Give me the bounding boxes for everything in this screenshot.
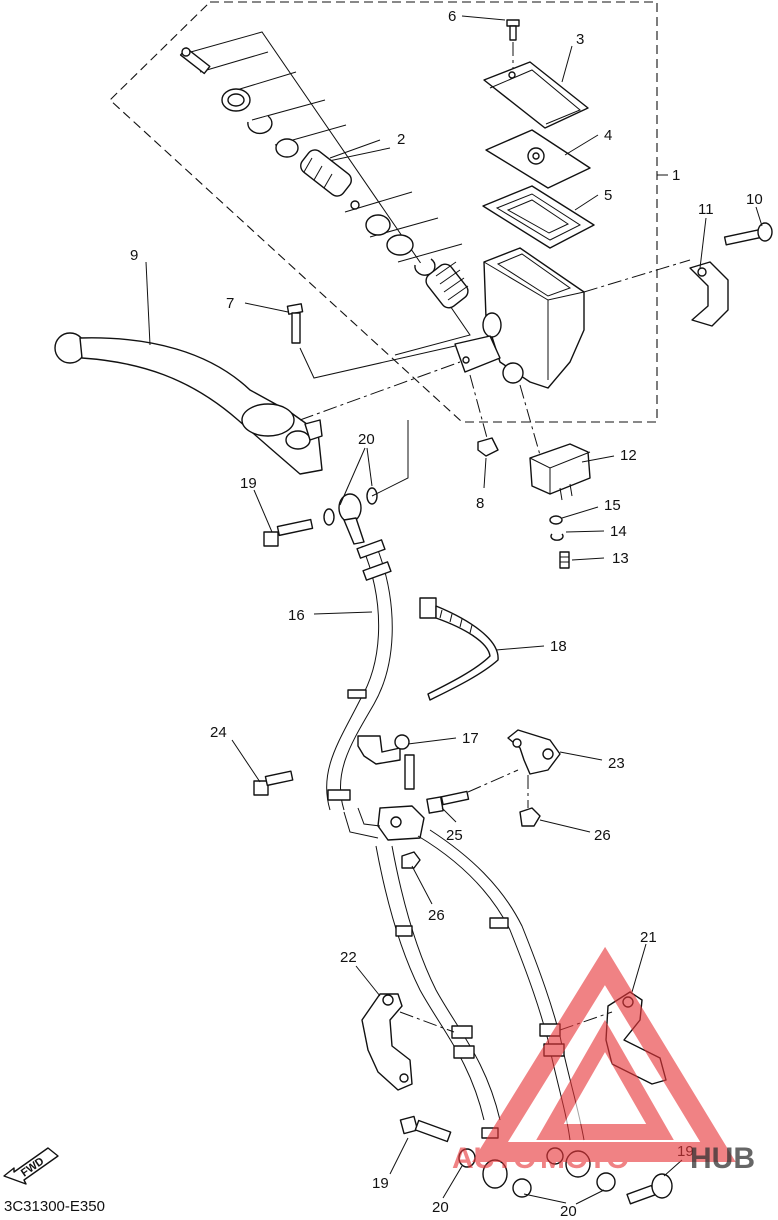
union-bolt-upper: [263, 518, 314, 547]
cable-tie: [419, 597, 499, 701]
hose-bracket-17: [357, 734, 415, 790]
hose-bracket-22: [361, 993, 413, 1091]
watermark-text-moto: MOTO: [540, 1142, 629, 1175]
callout-12: 12: [620, 447, 637, 464]
callout-23: 23: [608, 755, 625, 772]
piston: [300, 149, 360, 210]
cup: [365, 214, 391, 236]
callout-21: 21: [640, 929, 657, 946]
pivot-bolt: [286, 303, 304, 344]
callout-18: 18: [550, 638, 567, 655]
callout-6: 6: [448, 8, 456, 25]
callout-19-upper: 19: [240, 475, 257, 492]
callout-25: 25: [446, 827, 463, 844]
callout-19-lower-left: 19: [372, 1175, 389, 1192]
watermark-text-hub: HUB: [690, 1142, 755, 1175]
watermark-triangle: [472, 946, 736, 1162]
washer: [275, 138, 299, 158]
union-bolt-lower-right: [626, 1173, 673, 1205]
master-cylinder-holder: [689, 261, 729, 327]
diaphragm: [482, 185, 595, 249]
gasket-lower-b: [512, 1178, 532, 1198]
piston-kit-frame: [179, 31, 471, 356]
callout-16: 16: [288, 607, 305, 624]
brake-hose-lower-left: [375, 845, 501, 1139]
callout-8: 8: [476, 495, 484, 512]
spring-washer-14: [550, 533, 564, 541]
gasket-lower-c: [596, 1172, 616, 1192]
master-cylinder-body: [454, 247, 585, 389]
callout-4: 4: [604, 127, 612, 144]
callout-20-lower-left: 20: [432, 1199, 449, 1216]
gasket-upper-a: [323, 508, 335, 526]
callout-3: 3: [576, 31, 584, 48]
callout-1: 1: [672, 167, 680, 184]
union-bolt-lower-left: [399, 1115, 452, 1143]
leader-lines: [145, 15, 763, 1205]
callout-11: 11: [698, 201, 714, 218]
callout-13: 13: [612, 550, 629, 567]
nut-26-right: [519, 807, 541, 827]
hose-joint: [343, 805, 425, 841]
bolt-24: [253, 770, 294, 796]
nut-26-left: [401, 851, 421, 869]
holder-bolt: [723, 222, 773, 246]
callout-14: 14: [610, 523, 627, 540]
callout-2: 2: [397, 131, 405, 148]
fwd-arrow-icon: FWD: [3, 1147, 59, 1185]
callout-7: 7: [226, 295, 234, 312]
brake-lever: [54, 332, 323, 475]
brake-hose-lower-right: [417, 829, 585, 1141]
circlip: [247, 115, 273, 135]
callout-26-left: 26: [428, 907, 445, 924]
callout-26-right: 26: [594, 827, 611, 844]
bolt-25: [426, 790, 470, 814]
watermark-logo: AUTO MOTO: [452, 946, 736, 1175]
callout-24: 24: [210, 724, 227, 741]
bracket-23: [507, 729, 561, 775]
return-spring: [425, 261, 469, 309]
callout-22: 22: [340, 949, 357, 966]
washer-15: [549, 515, 563, 525]
watermark-text-auto: AUTO: [452, 1142, 536, 1175]
brake-hose-upper: [326, 493, 393, 811]
callout-15: 15: [604, 497, 621, 514]
callout-20-upper: 20: [358, 431, 375, 448]
callout-20-lower-right: 20: [560, 1203, 577, 1220]
brake-switch: [529, 443, 591, 501]
reservoir-screw: [506, 19, 520, 41]
push-rod: [179, 47, 211, 75]
callout-5: 5: [604, 187, 612, 204]
pivot-nut: [477, 437, 499, 457]
assembly-dashed-outline: [109, 1, 658, 423]
callout-10: 10: [746, 191, 763, 208]
screw-13: [559, 551, 570, 569]
callout-9: 9: [130, 247, 138, 264]
callout-17: 17: [462, 730, 479, 747]
diagram-code: 3C31300-E350: [4, 1198, 105, 1215]
reservoir-cap: [483, 61, 589, 129]
